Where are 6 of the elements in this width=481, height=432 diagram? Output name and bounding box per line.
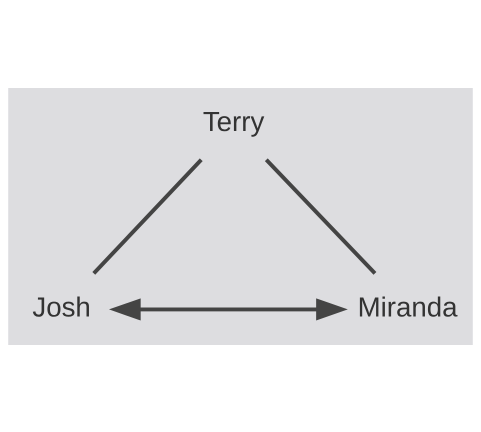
connector xyxy=(92,158,203,274)
arrow xyxy=(108,298,348,320)
node-text: Terry xyxy=(202,105,264,136)
node-text: Miranda xyxy=(358,291,458,322)
node-text: Josh xyxy=(32,291,91,322)
connector xyxy=(264,158,376,274)
